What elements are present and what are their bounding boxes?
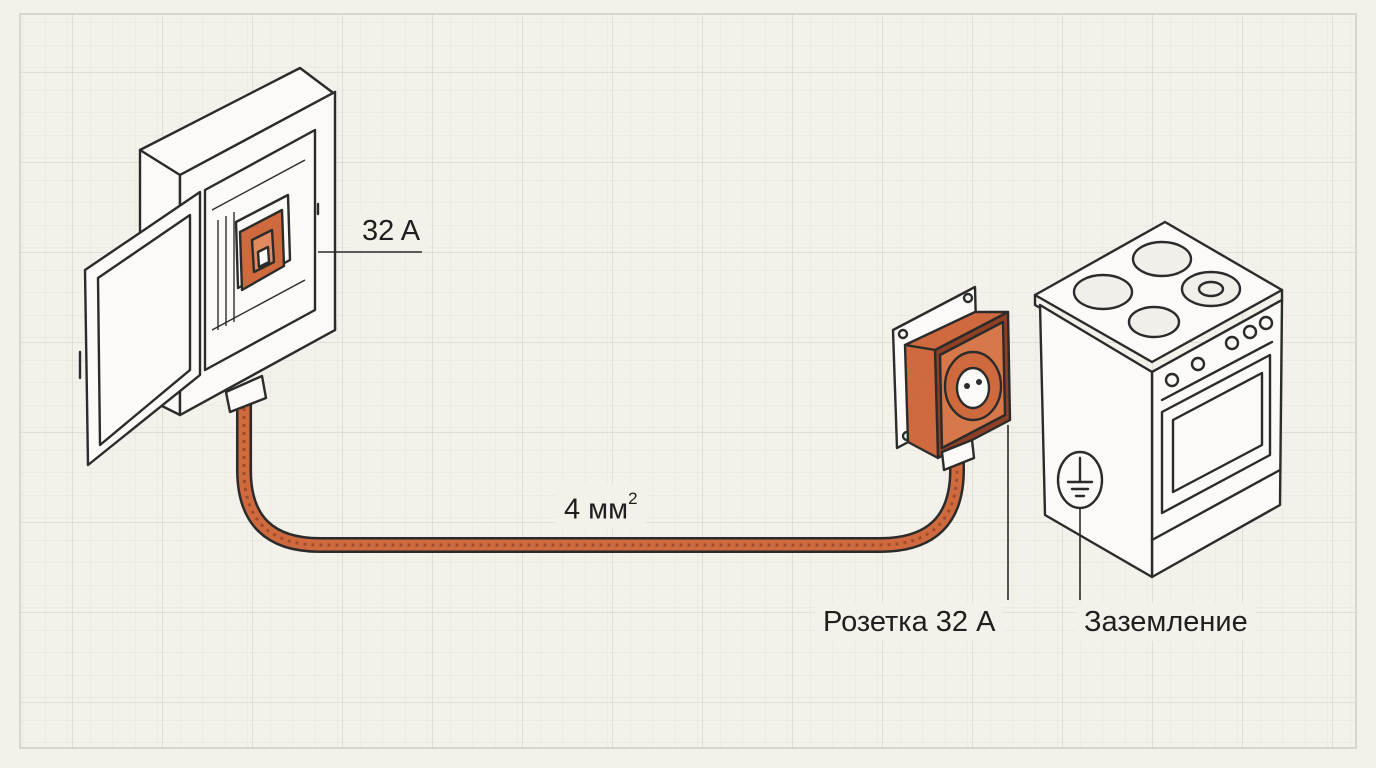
cable-value: 4 мм [564, 493, 629, 526]
ground-label: Заземление [1076, 603, 1256, 641]
breaker-label: 32 A [354, 212, 429, 250]
circuit-breaker [234, 193, 292, 292]
cable-unit-exponent: 2 [628, 489, 638, 508]
socket-label: Розетка 32 A [815, 603, 1004, 641]
socket-outlet [891, 285, 1012, 472]
electric-stove [1033, 220, 1284, 579]
breaker-panel [78, 66, 337, 467]
cable [236, 392, 965, 553]
cable-label: 4 мм2 [556, 484, 646, 529]
